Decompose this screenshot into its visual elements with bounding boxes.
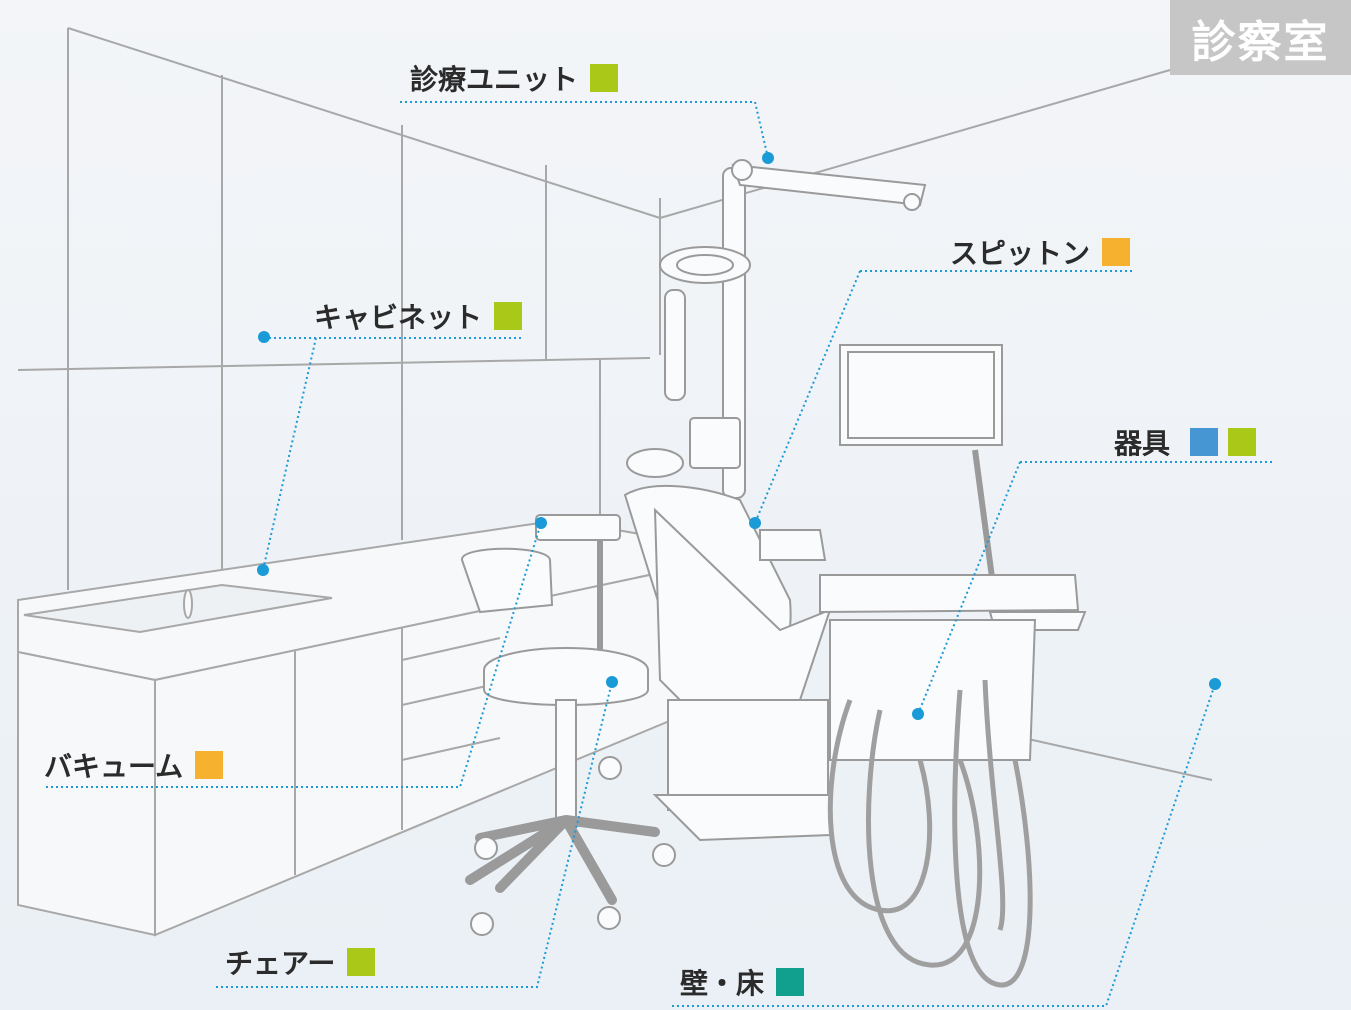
callout-line-cabinet [262,337,524,571]
label-cabinet: キャビネット [314,296,523,336]
callout-dot-cabinet-upper [258,331,270,343]
room-walls [17,27,1213,781]
callout-line-chair [216,681,613,988]
teal-swatch [776,968,805,996]
label-text: キャビネット [314,301,483,334]
callout-dot-instruments [912,708,924,720]
hoses [827,679,1033,988]
dental-unit-drawing [461,159,1087,936]
label-text: 器具 [1114,427,1171,460]
label-text: スピットン [950,237,1091,270]
callout-line-wall-floor [672,683,1216,1007]
callout-line-dental-unit [400,101,769,159]
callout-dot-wall-floor [1209,678,1221,690]
orange-swatch [1102,238,1131,266]
label-instruments: 器具 [1114,422,1257,462]
room-title: 診察室 [1191,16,1330,68]
label-text: チェアー [225,947,336,980]
green-swatch [1228,428,1257,456]
room-title-badge: 診察室 [1170,0,1351,75]
callout-dot-chair [606,676,618,688]
callout-dot-dental-unit [762,152,774,164]
green-swatch [494,302,523,330]
label-text: 診療ユニット [410,63,579,96]
callout-line-instruments [917,461,1272,715]
label-text: バキューム [44,750,184,783]
label-text: 壁・床 [680,967,765,1000]
label-vacuum: バキューム [44,745,224,785]
label-spittoon: スピットン [950,232,1131,272]
orange-swatch [195,751,224,779]
label-wall-floor: 壁・床 [680,962,805,1002]
callout-dot-cabinet-lower [257,564,269,576]
callout-dot-vacuum [535,517,547,529]
green-swatch [347,948,376,976]
callout-dot-spittoon [749,517,761,529]
callout-line-spittoon [754,270,1134,524]
label-dental-unit: 診療ユニット [410,58,619,98]
blue-swatch [1190,428,1219,456]
label-chair: チェアー [225,942,376,982]
green-swatch [590,64,619,92]
